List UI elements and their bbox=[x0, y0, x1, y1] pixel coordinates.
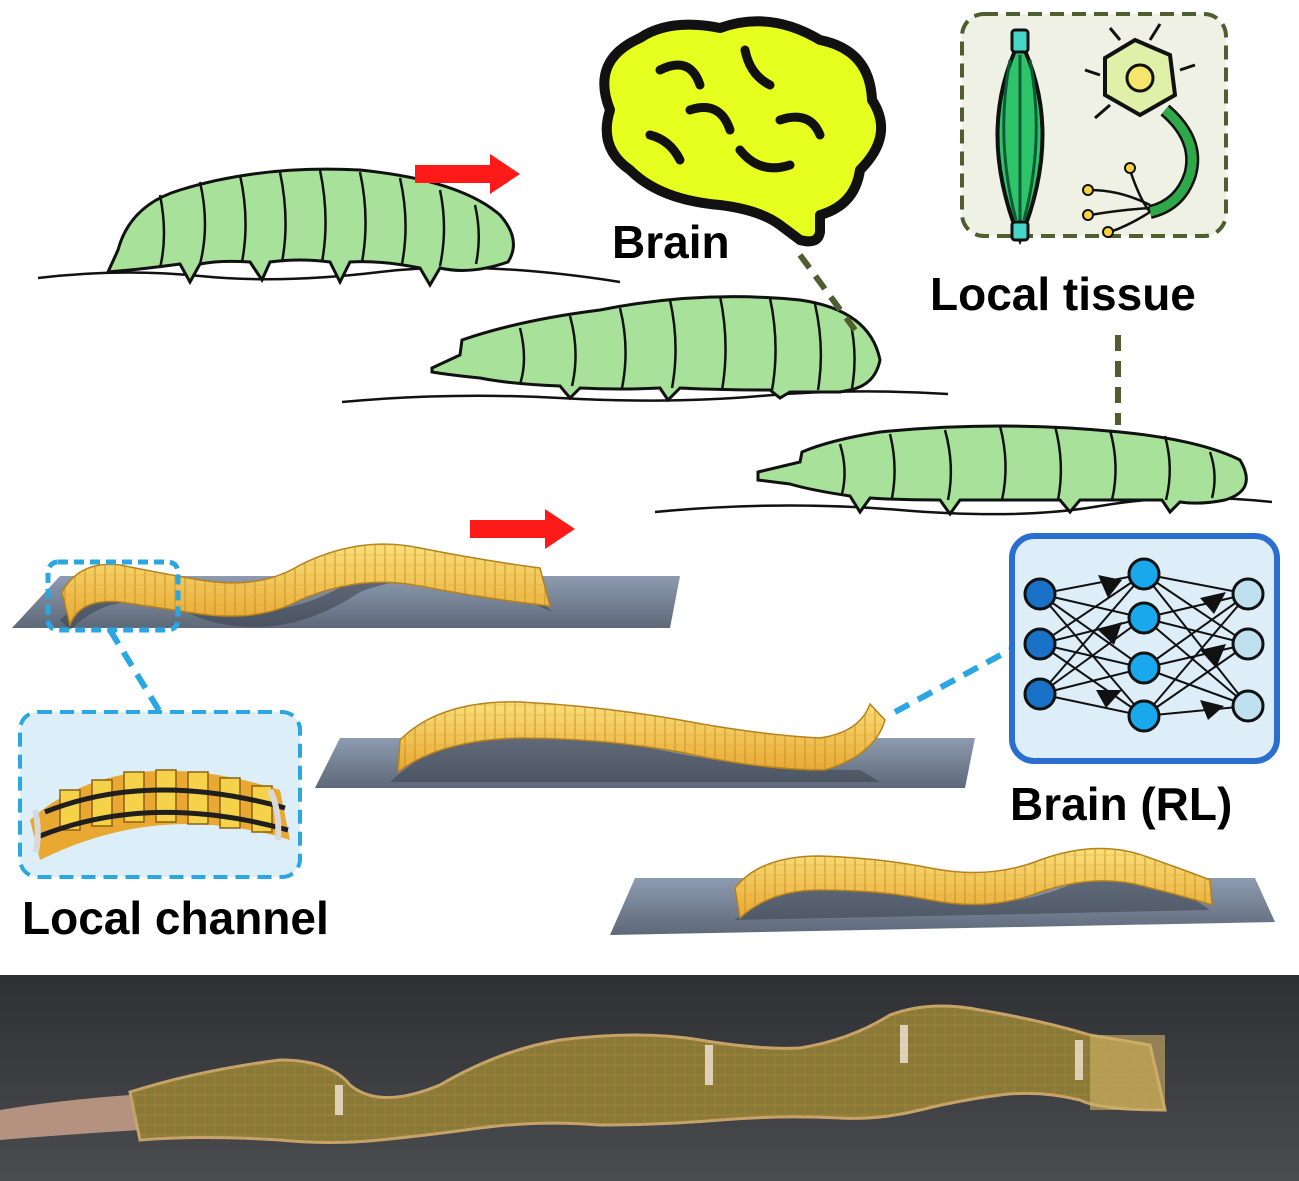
nn-connector bbox=[893, 647, 1012, 715]
robot-strip-top bbox=[12, 543, 680, 633]
muscle-icon bbox=[995, 28, 1045, 246]
robot-strip-bottom bbox=[610, 847, 1275, 935]
local-tissue-label: Local tissue bbox=[930, 268, 1196, 320]
device-photo bbox=[0, 975, 1299, 1181]
brain-icon bbox=[599, 16, 887, 247]
robot-strip-middle bbox=[315, 701, 975, 788]
arrow-right-icon bbox=[415, 154, 520, 194]
local-channel-label: Local channel bbox=[22, 892, 329, 944]
brain-rl-label: Brain (RL) bbox=[1010, 778, 1232, 830]
channel-connector bbox=[107, 628, 163, 714]
brain-connector bbox=[797, 253, 858, 332]
local-tissue-box bbox=[960, 12, 1228, 246]
arrow-right-icon bbox=[470, 509, 575, 549]
larva-bottom bbox=[654, 424, 1273, 517]
neural-network-icon bbox=[1009, 533, 1280, 764]
local-channel-box bbox=[18, 710, 302, 879]
brain-label: Brain bbox=[612, 216, 730, 268]
neuron-icon bbox=[1082, 23, 1200, 238]
larva-top bbox=[37, 167, 621, 288]
larva-middle bbox=[341, 295, 949, 404]
